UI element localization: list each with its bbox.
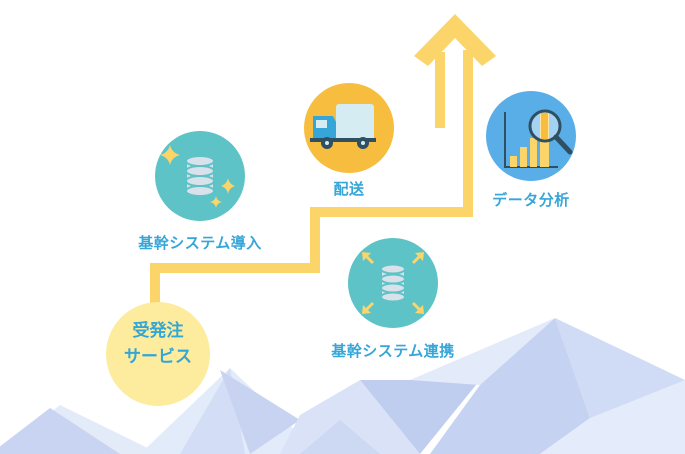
truck-icon <box>304 83 394 173</box>
mountain-shape <box>360 380 480 454</box>
arrow-path <box>150 50 473 345</box>
mountain-shape <box>0 408 120 454</box>
integration-label: 基幹システム連携 <box>331 342 455 360</box>
delivery-label: 配送 <box>333 180 365 198</box>
chart-magnifier-icon <box>486 91 576 181</box>
mountain-shape <box>540 380 685 454</box>
mountain-shape <box>430 318 590 454</box>
start-label-line1: 受発注 <box>132 321 184 341</box>
start-label: 受発注 サービス <box>108 318 208 370</box>
data-analysis-label: データ分析 <box>492 191 570 209</box>
mountain-shape <box>300 420 380 454</box>
mountain-shape <box>280 380 420 454</box>
core-system-label: 基幹システム導入 <box>138 234 262 252</box>
mountain-shape <box>410 318 555 385</box>
arrow-head <box>414 14 496 66</box>
mountain-shape <box>220 370 300 454</box>
database-arrows-icon <box>348 238 438 328</box>
start-node-circle <box>106 302 210 406</box>
database-sparkle-icon <box>155 131 245 221</box>
start-label-line2: サービス <box>124 347 192 367</box>
